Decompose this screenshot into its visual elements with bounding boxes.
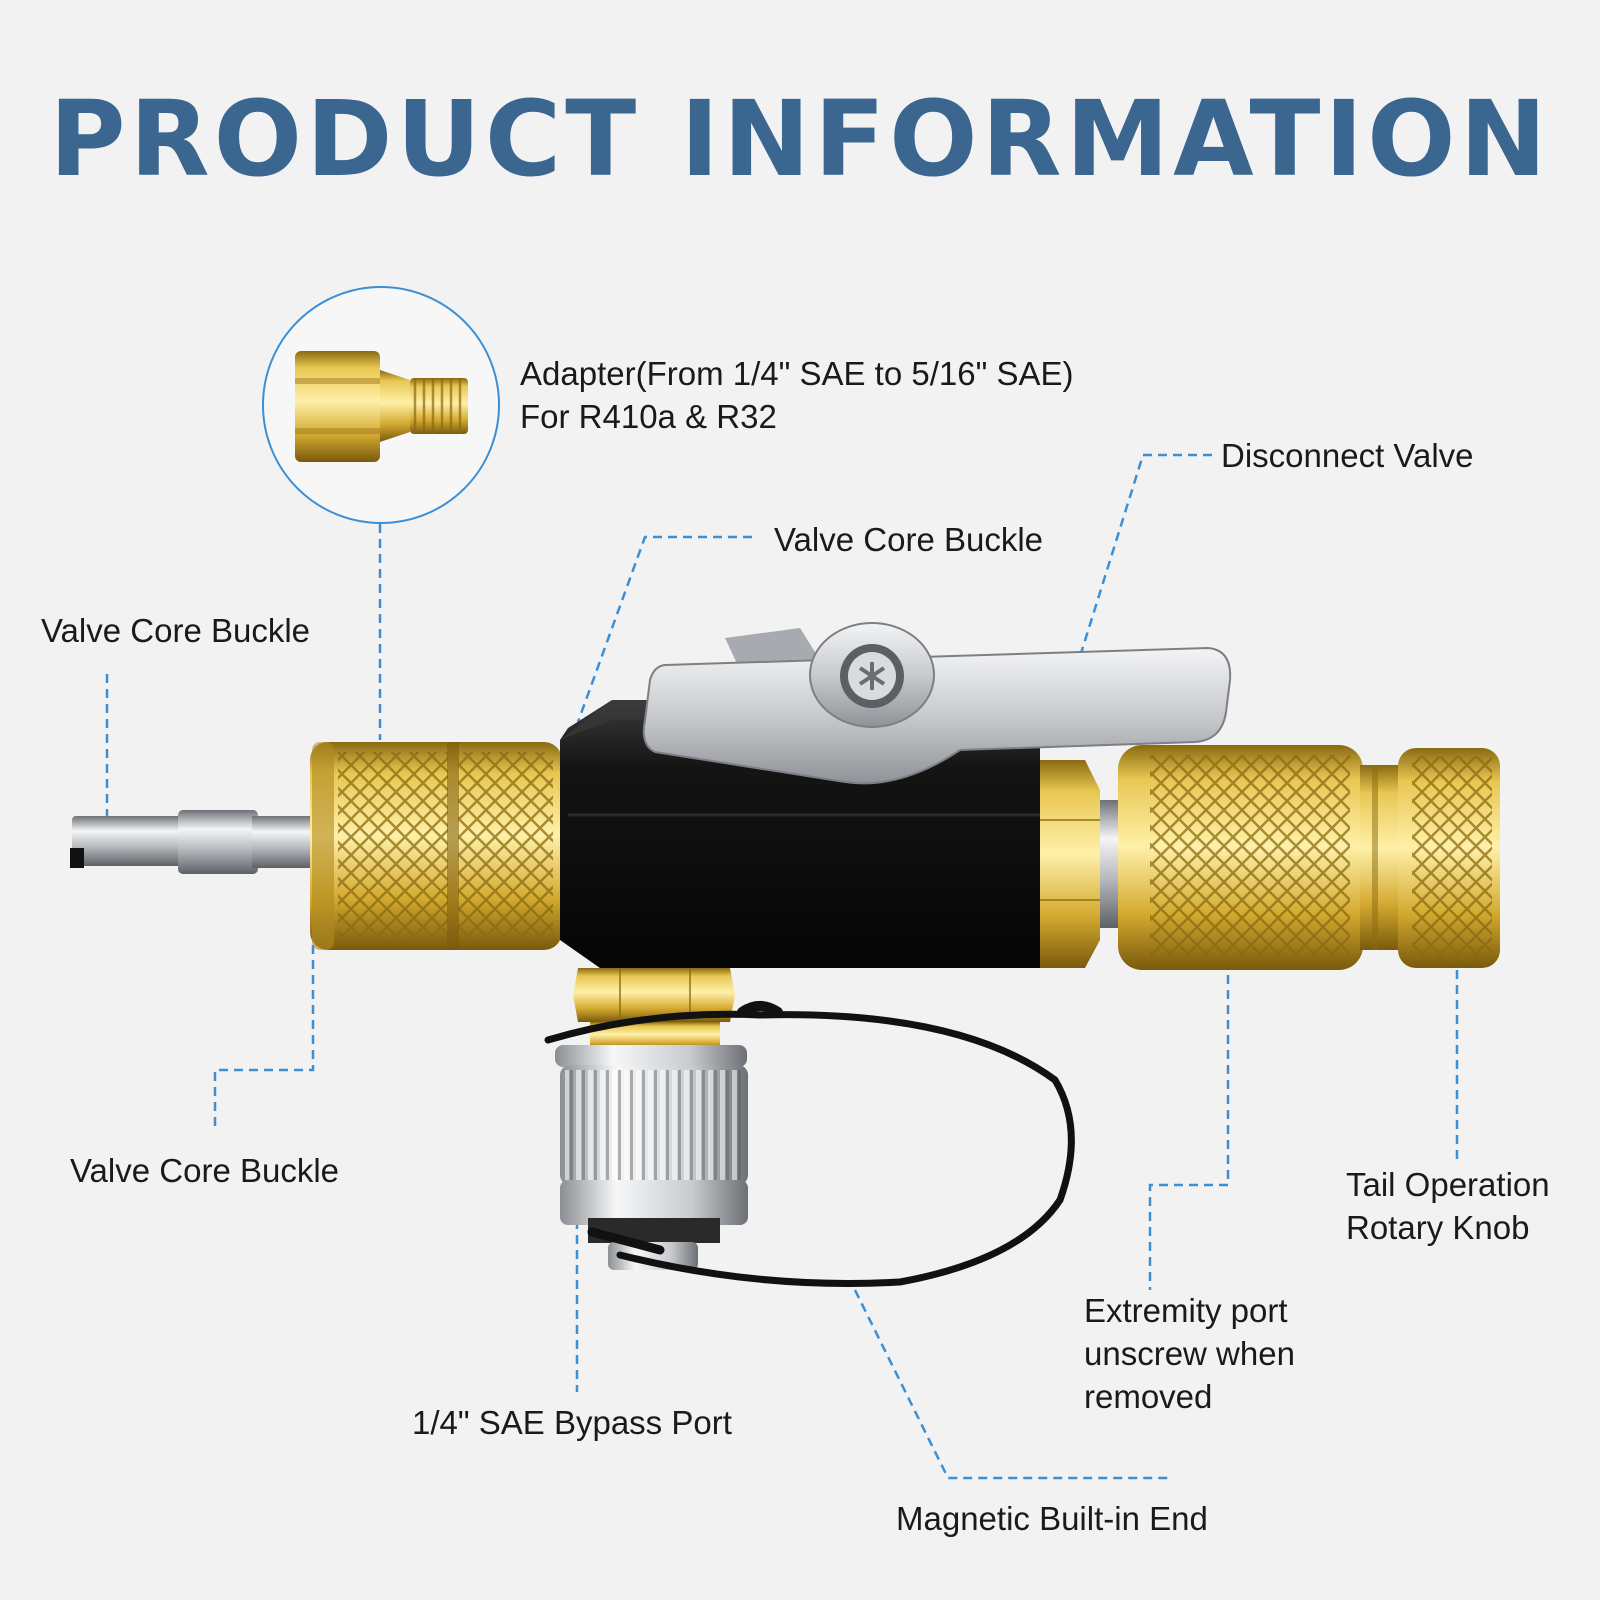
magnetic-end-label: Magnetic Built-in End xyxy=(896,1500,1208,1537)
page-title: PRODUCT INFORMATION xyxy=(49,78,1551,200)
left-coupler xyxy=(310,742,562,950)
tail-knob-label: Tail Operation Rotary Knob xyxy=(1346,1163,1550,1249)
adapter-label-line2: For R410a & R32 xyxy=(520,398,777,435)
adapter-label: Adapter(From 1/4" SAE to 5/16" SAE) For … xyxy=(520,352,1074,438)
disconnect-valve-label: Disconnect Valve xyxy=(1221,437,1474,474)
extremity-port-label-line2: unscrew when xyxy=(1084,1335,1295,1372)
leader-valve-core-top xyxy=(576,535,752,723)
leader-disconnect-valve xyxy=(1070,453,1212,683)
hex-nut-right xyxy=(1040,760,1122,968)
extremity-port-label: Extremity port unscrew when removed xyxy=(1084,1289,1295,1418)
adapter-label-line1: Adapter(From 1/4" SAE to 5/16" SAE) xyxy=(520,355,1074,392)
tether-strap xyxy=(544,1001,1075,1287)
extremity-port-label-line3: removed xyxy=(1084,1378,1213,1415)
adapter-fitting-icon xyxy=(295,351,468,462)
adapter-inset xyxy=(262,286,500,524)
tail-knob-label-line1: Tail Operation xyxy=(1346,1166,1550,1203)
valve-core-buckle-top-label: Valve Core Buckle xyxy=(774,521,1044,558)
leader-valve-core-bottom xyxy=(213,945,315,1128)
bypass-port-label: 1/4" SAE Bypass Port xyxy=(412,1404,732,1441)
leader-extremity-port xyxy=(1148,945,1230,1290)
valve-handle xyxy=(642,622,1232,785)
valve-core-buckle-bottom-label: Valve Core Buckle xyxy=(70,1152,340,1189)
tail-knob-label-line2: Rotary Knob xyxy=(1346,1209,1530,1246)
bypass-port-cap xyxy=(555,1045,748,1270)
rod xyxy=(70,810,314,874)
hex-nut-bottom xyxy=(573,968,735,1050)
valve-core-tool-illustration xyxy=(70,622,1500,1287)
right-coupler xyxy=(1118,745,1500,970)
extremity-port-label-line1: Extremity port xyxy=(1084,1292,1288,1329)
valve-core-buckle-left-label: Valve Core Buckle xyxy=(41,612,311,649)
